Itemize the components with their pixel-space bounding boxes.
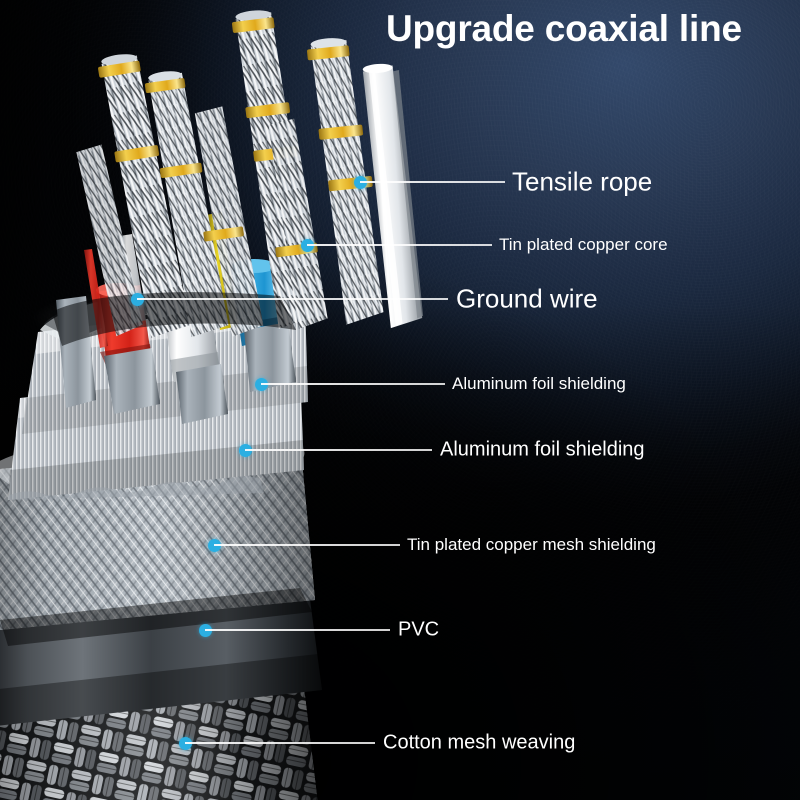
callout-leader-line (360, 181, 505, 183)
callout-leader-line (261, 383, 445, 385)
braided-strand-bundle (76, 10, 424, 338)
callout-label-ground-wire: Ground wire (456, 283, 598, 314)
callout-leader-line (245, 449, 432, 451)
callout-label-tin-plated-copper-core: Tin plated copper core (499, 235, 668, 254)
cut-interior-shadow (52, 292, 296, 346)
callout-leader-line (137, 298, 448, 300)
cable-cutaway-illustration (0, 10, 424, 800)
tensile-rope-rod (362, 63, 424, 329)
callout-label-tin-plated-copper-mesh-shielding: Tin plated copper mesh shielding (407, 535, 656, 554)
callout-leader-line (307, 244, 492, 246)
callout-label-aluminum-foil-shielding-2: Aluminum foil shielding (440, 438, 645, 461)
callout-label-tensile-rope: Tensile rope (512, 166, 653, 197)
callout-label-pvc: PVC (398, 618, 440, 641)
callout-label-aluminum-foil-shielding-1: Aluminum foil shielding (452, 374, 626, 393)
callout-leader-line (185, 742, 375, 744)
callout-leader-line (214, 544, 400, 546)
page-title: Upgrade coaxial line (386, 8, 742, 49)
callout-label-cotton-mesh-weaving: Cotton mesh weaving (383, 731, 576, 754)
callout-leader-line (205, 629, 390, 631)
